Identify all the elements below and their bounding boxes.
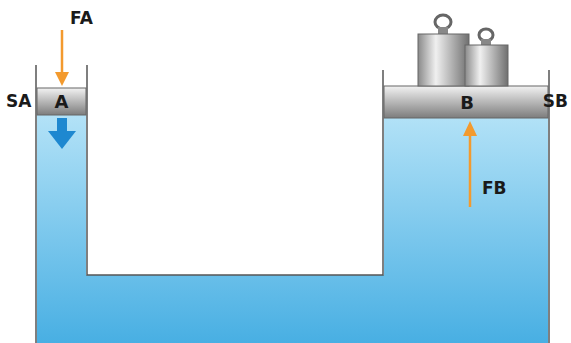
liquid — [37, 115, 548, 343]
force-label: FA — [70, 8, 93, 28]
piston-letter: A — [55, 91, 69, 112]
force-label: FB — [482, 178, 507, 198]
piston-b: B — [450, 89, 484, 115]
force-arrow-b — [463, 121, 477, 207]
piston-a: A — [37, 88, 86, 115]
piston-letter: B — [460, 92, 474, 113]
piston-a — [37, 88, 86, 115]
area-label: SA — [6, 91, 31, 111]
area-label: SB — [543, 91, 568, 111]
force-arrow-a — [55, 30, 69, 86]
piston-b — [384, 86, 548, 118]
motion-arrow — [48, 118, 76, 149]
vessel-wall — [36, 65, 549, 343]
weights — [418, 15, 508, 86]
